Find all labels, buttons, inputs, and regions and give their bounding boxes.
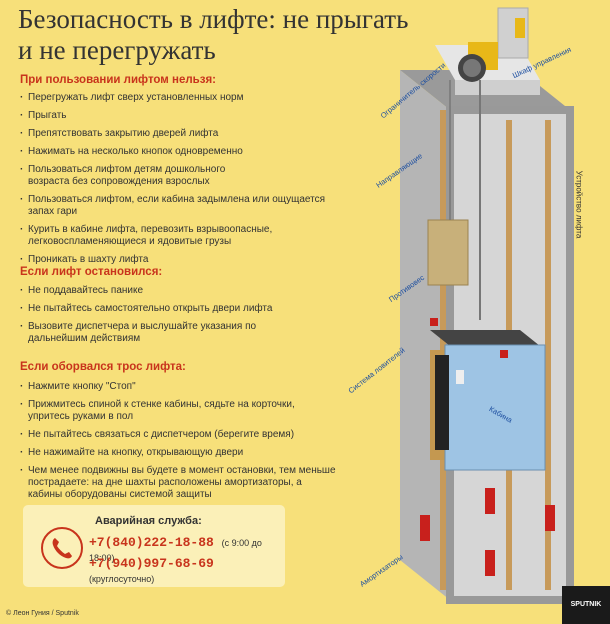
- phone-hours: (с 9:00 до 18:00): [89, 538, 262, 563]
- cabinet-panel: [515, 18, 525, 38]
- section-heading-stopped: Если лифт остановился:: [20, 266, 163, 278]
- list-item: Не пытайтесь самостоятельно открыть двер…: [20, 303, 350, 315]
- list-item: Не пытайтесь связаться с диспетчером (бе…: [20, 429, 350, 441]
- list-item: Проникать в шахту лифта: [20, 254, 350, 266]
- section-heading-cable: Если оборвался трос лифта:: [20, 361, 186, 373]
- photo-credit: © Леон Гуния / Sputnik: [6, 610, 79, 617]
- emergency-box: Аварийная служба: +7(840)222-18-88 (с 9:…: [23, 505, 285, 587]
- phone-number-2[interactable]: +7(940)997-68-69 (круглосуточно): [89, 556, 285, 586]
- phone-number-1[interactable]: +7(840)222-18-88 (с 9:00 до 18:00): [89, 535, 285, 565]
- list-item: Не нажимайте на кнопку, открывающую двер…: [20, 447, 350, 459]
- label-device: Устройство лифта: [574, 170, 584, 239]
- forbidden-list: Перегружать лифт сверх установленных нор…: [20, 92, 350, 272]
- list-item: Курить в кабине лифта, перевозить взрыво…: [20, 224, 278, 248]
- phone-hours: (круглосуточно): [89, 574, 155, 584]
- cable-list: Нажмите кнопку "Стоп" Прижмитесь спиной …: [20, 381, 350, 507]
- buffer: [545, 505, 555, 531]
- section-heading-forbidden: При пользовании лифтом нельзя:: [20, 74, 216, 86]
- elevator-illustration: [400, 7, 574, 604]
- shaft-left-wall: [400, 70, 450, 600]
- counterweight: [427, 219, 469, 286]
- list-item: Препятствовать закрытию дверей лифта: [20, 128, 350, 140]
- guide-rail: [545, 120, 551, 590]
- buffer: [485, 550, 495, 576]
- catcher: [430, 318, 438, 326]
- cabin-door: [435, 355, 449, 450]
- list-item: Пользоваться лифтом детям дошкольного во…: [20, 164, 268, 188]
- buffer: [420, 515, 430, 541]
- list-item: Перегружать лифт сверх установленных нор…: [20, 92, 350, 104]
- phone-number[interactable]: +7(840)222-18-88: [89, 535, 214, 550]
- list-item: Прижмитесь спиной к стенке кабины, сядьт…: [20, 399, 328, 423]
- list-item: Пользоваться лифтом, если кабина задымле…: [20, 194, 350, 218]
- list-item: Нажимать на несколько кнопок одновременн…: [20, 146, 350, 158]
- sputnik-logo: SPUTNIK: [562, 586, 610, 624]
- phone-icon: [41, 527, 83, 569]
- list-item: Не поддавайтесь панике: [20, 285, 350, 297]
- page-title: Безопасность в лифте: не прыгать и не пе…: [18, 4, 409, 65]
- buffer: [485, 488, 495, 514]
- emergency-title: Аварийная служба:: [95, 515, 202, 527]
- phone-number[interactable]: +7(940)997-68-69: [89, 556, 214, 571]
- list-item: Вызовите диспетчера и выслушайте указани…: [20, 321, 313, 345]
- list-item: Нажмите кнопку "Стоп": [20, 381, 350, 393]
- machine-platform-side: [455, 80, 540, 95]
- stopped-list: Не поддавайтесь панике Не пытайтесь само…: [20, 285, 350, 351]
- list-item: Прыгать: [20, 110, 350, 122]
- list-item: Чем менее подвижны вы будете в момент ос…: [20, 465, 338, 501]
- catcher: [500, 350, 508, 358]
- cabin-panel: [456, 370, 464, 384]
